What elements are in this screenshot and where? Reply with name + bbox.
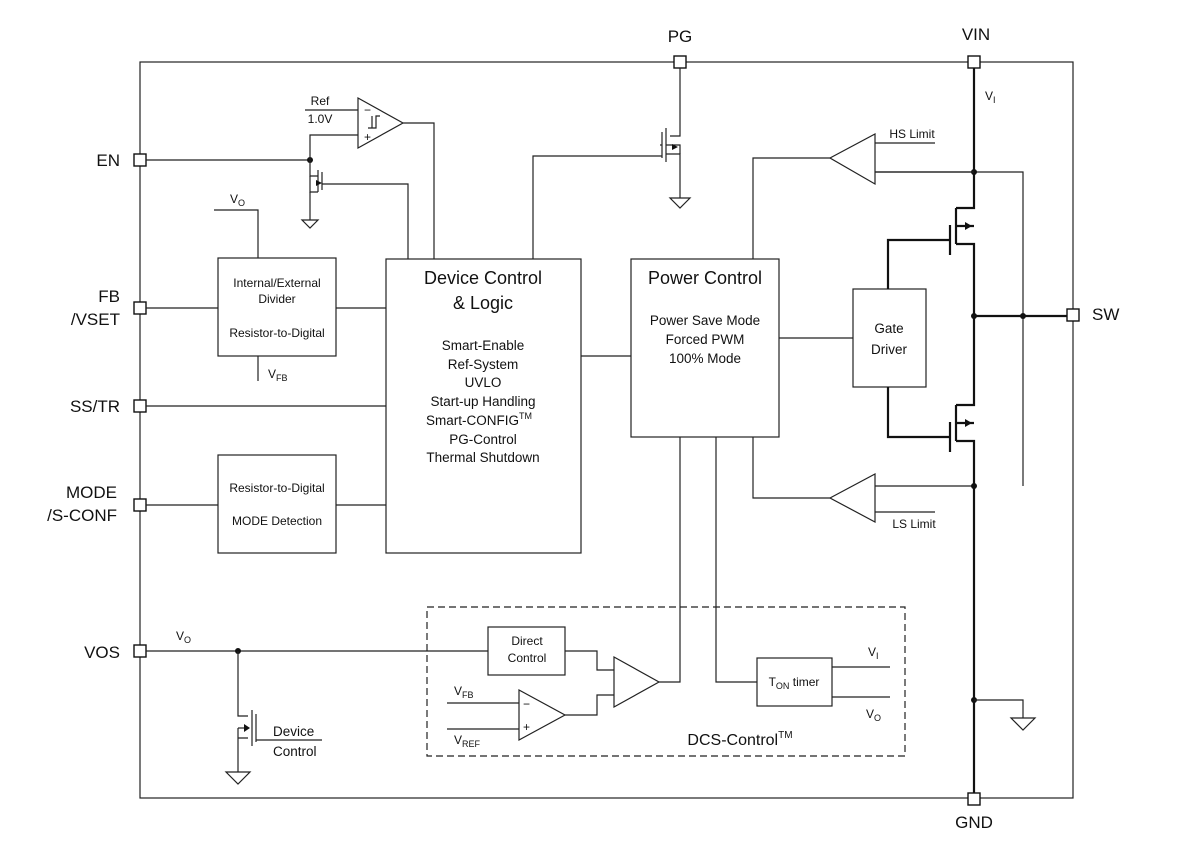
device-control-title-2: & Logic (453, 293, 513, 313)
ref-value: 1.0V (308, 112, 333, 126)
divider-line2: Divider (258, 292, 295, 306)
divider-vo-label: VO (230, 192, 245, 208)
pin-mode: MODE /S-CONF (47, 483, 147, 525)
dc-item: UVLO (465, 375, 502, 390)
hs-limit-comparator: HS Limit (752, 127, 1024, 480)
pin-pg: PG (668, 27, 693, 69)
chip-boundary (139, 61, 1074, 799)
divider-line1: Internal/External (233, 276, 320, 290)
device-fet-label-2: Control (273, 744, 317, 759)
en-pulldown-fet (300, 160, 409, 259)
vin-node-label: VI (985, 89, 996, 105)
vos-section: VO Device Control (146, 629, 488, 785)
direct-control-block (487, 626, 566, 676)
pin-gnd-label: GND (955, 813, 993, 832)
power-control-title: Power Control (648, 268, 762, 288)
pin-mode-label-2: /S-CONF (47, 506, 117, 525)
power-stage: VI (875, 68, 1067, 793)
pc-item: Forced PWM (666, 332, 745, 347)
ref-label: Ref (311, 94, 330, 108)
divider-block: Internal/External Divider Resistor-to-Di… (146, 192, 386, 383)
pin-en-label: EN (96, 151, 120, 170)
device-control-title-1: Device Control (424, 268, 542, 288)
en-comp-plus: + (364, 130, 371, 144)
dcs-vi-label: VI (868, 645, 879, 661)
mode-line2: MODE Detection (232, 514, 322, 528)
low-side-fet (948, 316, 976, 793)
mode-block: Resistor-to-Digital MODE Detection (146, 454, 386, 554)
pin-ss-tr: SS/TR (70, 397, 147, 416)
gate-driver-line2: Driver (871, 342, 908, 357)
ground-icon (300, 219, 320, 229)
pin-fb-label-1: FB (98, 287, 120, 306)
direct-control-line1: Direct (511, 634, 543, 648)
power-control-block: Power Control Power Save Mode Forced PWM… (630, 258, 780, 438)
dcs-vfb-label: VFB (454, 684, 474, 700)
pin-gnd: GND (955, 792, 993, 832)
gate-driver-line1: Gate (874, 321, 903, 336)
ton-timer-block (756, 657, 833, 707)
hysteresis-icon (368, 115, 380, 129)
device-control-block: Device Control & Logic Smart-Enable Ref-… (385, 258, 582, 554)
pin-en: EN (96, 151, 147, 170)
vos-node-label: VO (176, 629, 191, 645)
pin-mode-label-1: MODE (66, 483, 117, 502)
divider-line3: Resistor-to-Digital (229, 326, 324, 340)
pin-pg-label: PG (668, 27, 693, 46)
dc-item: Thermal Shutdown (426, 450, 539, 465)
high-side-fet (948, 196, 976, 316)
dc-item: PG-Control (449, 432, 517, 447)
hs-limit-label: HS Limit (889, 127, 935, 141)
pc-item: Power Save Mode (650, 313, 760, 328)
mode-line1: Resistor-to-Digital (229, 481, 324, 495)
device-fet-label-1: Device (273, 724, 314, 739)
gate-driver-block: Gate Driver (779, 238, 950, 439)
dcs-vref-label: VREF (454, 733, 481, 749)
ea-minus: − (523, 697, 530, 711)
pg-fet (532, 68, 692, 259)
dc-item: Smart-CONFIGTM (426, 411, 532, 428)
en-comparator (357, 96, 405, 150)
pin-fb: FB /VSET (71, 287, 147, 329)
pin-ss-tr-label: SS/TR (70, 397, 120, 416)
dcs-vo-label: VO (866, 707, 881, 723)
ea-plus: + (523, 720, 530, 734)
pin-vin: VIN (962, 25, 990, 69)
pin-sw: SW (1066, 305, 1119, 324)
ground-icon (1009, 717, 1037, 731)
ls-limit-comparator: LS Limit (752, 437, 1024, 531)
pin-sw-label: SW (1092, 305, 1119, 324)
pin-vos: VOS (84, 643, 147, 662)
dc-item: Start-up Handling (430, 394, 535, 409)
ground-icon (224, 771, 252, 785)
ground-icon (668, 197, 692, 209)
pc-item: 100% Mode (669, 351, 741, 366)
en-comp-minus: − (364, 103, 371, 117)
dcs-control-region: DCS-ControlTM Direct Control − + VFB VRE… (426, 437, 906, 757)
divider-vfb-label: VFB (268, 367, 288, 383)
error-amplifier (518, 688, 567, 742)
dc-item: Ref-System (448, 357, 519, 372)
pin-fb-label-2: /VSET (71, 310, 120, 329)
dcs-title: DCS-ControlTM (687, 730, 792, 749)
pin-vos-label: VOS (84, 643, 120, 662)
direct-control-line2: Control (508, 651, 547, 665)
summing-comparator (613, 655, 661, 709)
ton-timer-label: TON timer (769, 675, 820, 691)
dc-item: Smart-Enable (442, 338, 525, 353)
pin-vin-label: VIN (962, 25, 990, 44)
en-comparator-section: Ref 1.0V − + (146, 94, 435, 259)
ls-limit-label: LS Limit (892, 517, 936, 531)
